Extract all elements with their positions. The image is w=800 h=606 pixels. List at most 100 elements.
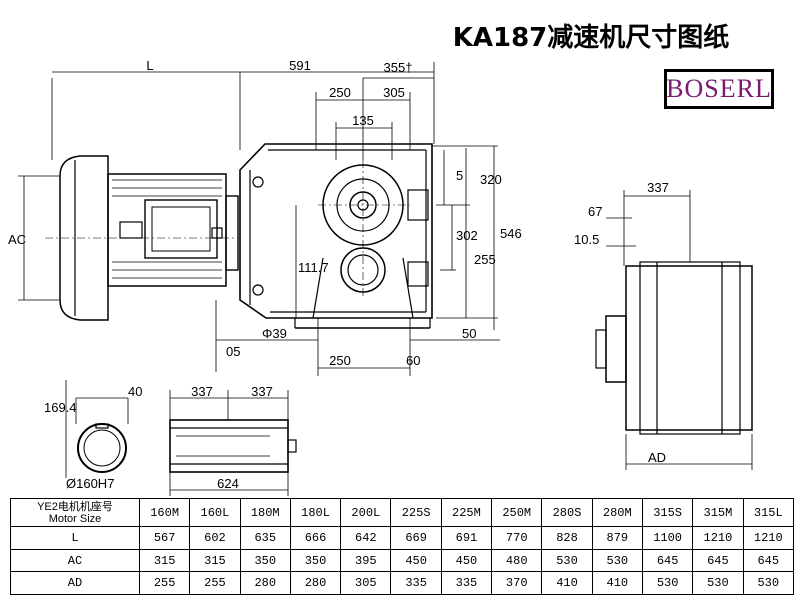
size-header-cell: 315S [641, 497, 694, 528]
motor-body [59, 155, 239, 321]
size-header-cell: 180L [289, 497, 342, 528]
table-cell: 450 [390, 548, 442, 573]
brand-logo: BOSERL [664, 69, 774, 109]
brand-name: BOSERL [666, 74, 772, 103]
dim-67: 67 [588, 204, 602, 219]
table-cell: 1210 [742, 526, 795, 550]
header-cn: YE2电机机座号 [37, 500, 113, 513]
table-cell: 370 [491, 571, 543, 595]
table-cell: 335 [440, 571, 493, 595]
dim-255: 255 [474, 252, 496, 267]
dim-5: 5 [456, 168, 463, 183]
size-header-cell: 280M [591, 497, 643, 528]
dim-546: 546 [500, 226, 522, 241]
table-cell: 315 [189, 548, 241, 573]
dim-AC: AC [8, 232, 26, 247]
end-view [595, 190, 753, 470]
table-cell: 350 [289, 548, 342, 573]
size-header-cell: 280S [541, 497, 593, 528]
dim-337-shaft-a: 337 [191, 384, 213, 399]
table-cell: 450 [440, 548, 493, 573]
table-cell: 410 [591, 571, 643, 595]
size-header-cell: 180M [239, 497, 291, 528]
row-label-cell: AD [10, 571, 140, 595]
gearbox-body [239, 143, 433, 329]
dim-phi160: Ø160H7 [66, 476, 114, 491]
table-cell: 645 [742, 548, 795, 573]
dim-355: 355† [384, 60, 413, 75]
table-cell: 305 [340, 571, 392, 595]
table-cell: 530 [742, 571, 795, 595]
table-cell: 567 [138, 526, 191, 550]
dim-337-end: 337 [647, 180, 669, 195]
dim-40: 40 [128, 384, 142, 399]
dim-250-bottom: 250 [329, 353, 351, 368]
table-cell: 770 [491, 526, 543, 550]
table-cell: 530 [641, 571, 694, 595]
table-cell: 1100 [641, 526, 694, 550]
table-cell: 255 [189, 571, 241, 595]
size-header-cell: 250M [491, 497, 543, 528]
table-cell: 480 [491, 548, 543, 573]
size-header-cell: 315L [742, 497, 795, 528]
dim-320: 320 [480, 172, 502, 187]
dim-337-shaft-b: 337 [251, 384, 273, 399]
size-header-cell: 160L [189, 497, 241, 528]
size-header-cell: 225S [390, 497, 442, 528]
table-cell: 828 [541, 526, 593, 550]
table-cell: 395 [340, 548, 392, 573]
table-cell: 280 [289, 571, 342, 595]
dim-60: 60 [406, 353, 420, 368]
table-cell: 315 [138, 548, 191, 573]
dim-05: 05 [226, 344, 240, 359]
header-en: Motor Size [48, 512, 102, 525]
shaft-section [65, 380, 129, 478]
table-cell: 255 [138, 571, 191, 595]
table-cell: 666 [289, 526, 342, 550]
drawing-title: KA187减速机尺寸图纸 [453, 22, 730, 53]
table-cell: 602 [189, 526, 241, 550]
dim-135: 135 [352, 113, 374, 128]
size-header-cell: 160M [138, 497, 191, 528]
row-label-cell: AC [10, 548, 140, 573]
table-cell: 350 [239, 548, 291, 573]
size-header-cell: 225M [440, 497, 493, 528]
table-cell: 635 [239, 526, 291, 550]
table-cell: 879 [591, 526, 643, 550]
table-cell: 645 [692, 548, 744, 573]
table-cell: 642 [340, 526, 392, 550]
table-cell: 645 [641, 548, 694, 573]
table-cell: 1210 [692, 526, 744, 550]
table-cell: 410 [541, 571, 593, 595]
size-header-cell: 200L [340, 497, 392, 528]
table-cell: 335 [390, 571, 442, 595]
table-cell: 280 [239, 571, 291, 595]
size-header-cell: 315M [692, 497, 744, 528]
dim-305: 305 [383, 85, 405, 100]
table-cell: 691 [440, 526, 493, 550]
dim-L: L [146, 58, 153, 73]
dim-AD: AD [648, 450, 666, 465]
dim-591: 591 [289, 58, 311, 73]
dim-50: 50 [462, 326, 476, 341]
row-label-cell: L [10, 526, 140, 550]
dim-302: 302 [456, 228, 478, 243]
dim-111: 111.7 [298, 260, 329, 275]
table-cell: 669 [390, 526, 442, 550]
table-cell: 530 [591, 548, 643, 573]
table-cell: 530 [541, 548, 593, 573]
dim-phi39: Φ39 [262, 326, 287, 341]
dim-10-5: 10.5 [574, 232, 599, 247]
dim-250-top: 250 [329, 85, 351, 100]
hollow-shaft [169, 390, 297, 496]
dim-624: 624 [217, 476, 239, 491]
table-header-cell: YE2电机机座号 Motor Size [10, 497, 140, 528]
dim-169-4: 169.4 [44, 400, 77, 415]
